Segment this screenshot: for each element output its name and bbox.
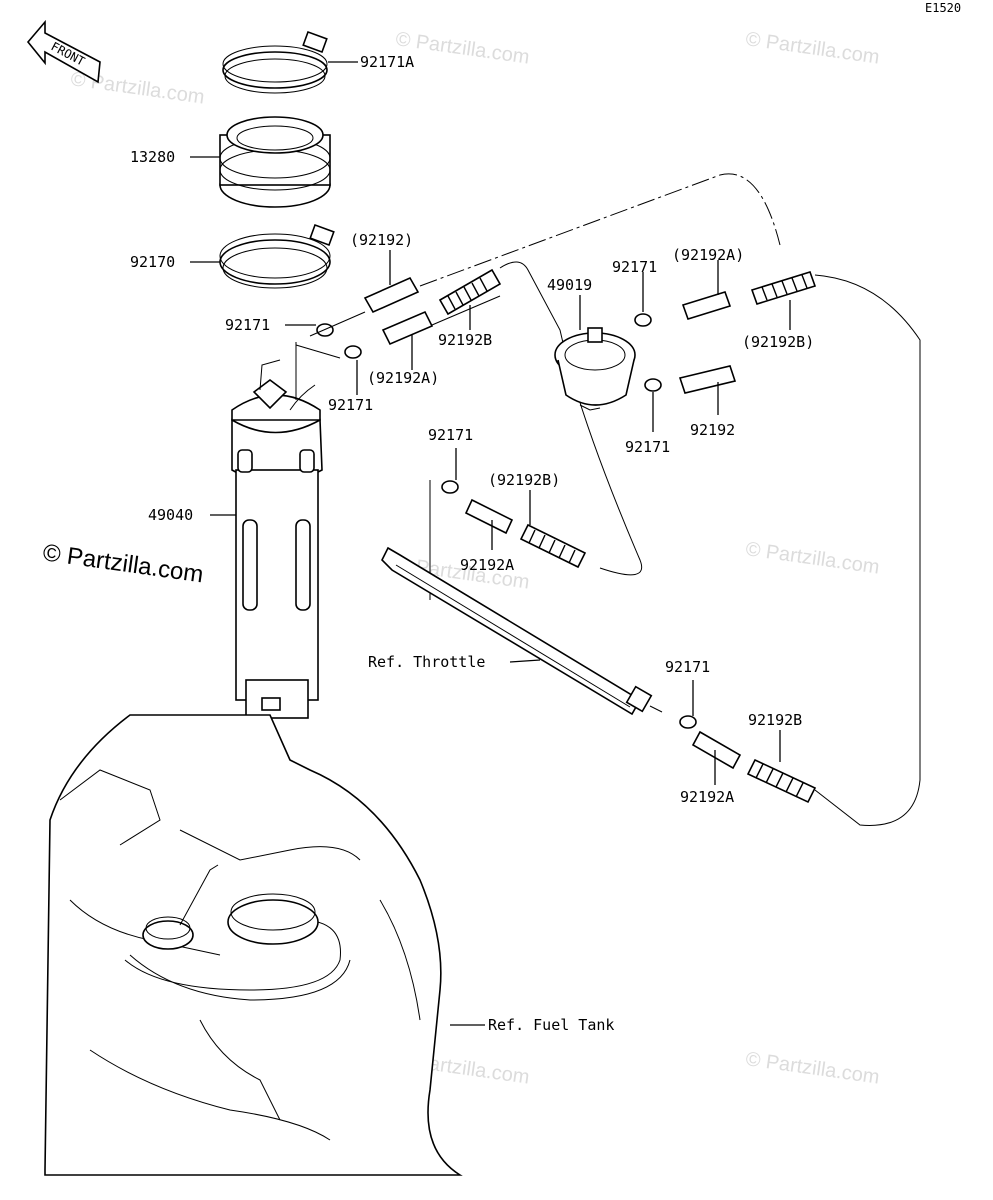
callout-92171-center: 92171 — [428, 426, 473, 444]
callout-92171A: 92171A — [360, 53, 414, 71]
hose-92192-upper — [363, 276, 420, 314]
diagram-code: E1520 — [925, 1, 961, 15]
fuel-pump — [231, 342, 323, 719]
callout-92192B-center: (92192B) — [488, 471, 560, 489]
callout-92171-left-upper: 92171 — [225, 316, 270, 334]
callout-92192B-filter: (92192B) — [742, 333, 814, 351]
hose-clip-throttle — [679, 715, 697, 729]
hose-92192A-throttle — [691, 730, 742, 770]
hose-92192-filter — [678, 365, 737, 394]
hose-clamp-top — [222, 30, 328, 94]
hose-clip-center — [441, 480, 459, 494]
ref-fuel-tank-label: Ref. Fuel Tank — [488, 1016, 614, 1034]
watermark: © Partzilla.com — [744, 538, 881, 579]
callout-92171-filter-bottom: 92171 — [625, 438, 670, 456]
pump-seal — [219, 116, 331, 208]
hose-92192A-left — [381, 310, 434, 346]
hose-clip-filter-top — [634, 313, 652, 327]
callout-92192A-filter: (92192A) — [672, 246, 744, 264]
callout-92192-upper: (92192) — [350, 231, 413, 249]
throttle-body — [381, 546, 663, 716]
callout-92170: 92170 — [130, 253, 175, 271]
callout-92192B-left: 92192B — [438, 331, 492, 349]
watermark-prominent: © Partzilla.com — [41, 539, 205, 588]
callout-49019: 49019 — [547, 276, 592, 294]
callout-92171-filter-top: 92171 — [612, 258, 657, 276]
callout-49040: 49040 — [148, 506, 193, 524]
callout-92192-filter: 92192 — [690, 421, 735, 439]
callout-92192A-throttle: 92192A — [680, 788, 734, 806]
hose-92192A-center — [464, 498, 514, 535]
hose-clip-left-lower — [344, 345, 362, 359]
watermark: © Partzilla.com — [744, 28, 881, 69]
hose-92192A-filter — [681, 291, 732, 320]
callout-92171-left-lower: 92171 — [328, 396, 373, 414]
watermark: © Partzilla.com — [744, 1048, 881, 1089]
hose-ribbed-92192B-filter — [750, 271, 817, 305]
hose-clamp-bottom — [219, 223, 335, 289]
callout-92192A-center: 92192A — [460, 556, 514, 574]
fuel-tank — [44, 714, 463, 1176]
hose-clip-filter-bottom — [644, 378, 662, 392]
ref-throttle-label: Ref. Throttle — [368, 653, 485, 671]
watermark: © Partzilla.com — [394, 28, 531, 69]
hose-ribbed-92192B-center — [519, 523, 587, 569]
callout-92192B-throttle: 92192B — [748, 711, 802, 729]
callout-13280: 13280 — [130, 148, 175, 166]
hose-ribbed-92192B-left — [438, 268, 502, 316]
hose-ribbed-92192B-throttle — [746, 758, 817, 804]
front-arrow-icon: FRONT — [26, 19, 101, 84]
callout-92171-throttle: 92171 — [665, 658, 710, 676]
fuel-filter — [554, 327, 636, 411]
callout-92192A-left: (92192A) — [367, 369, 439, 387]
